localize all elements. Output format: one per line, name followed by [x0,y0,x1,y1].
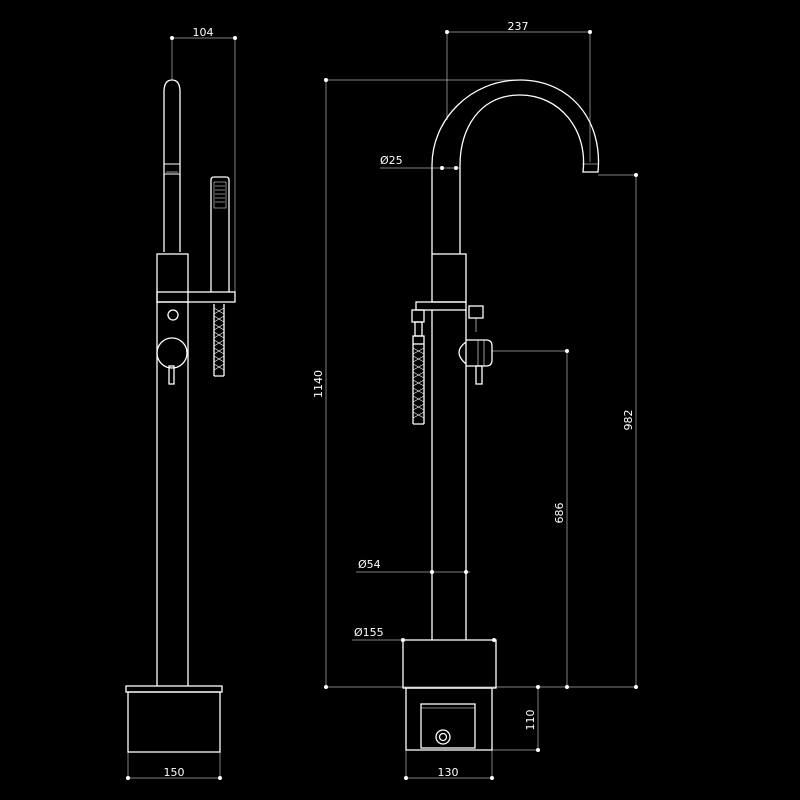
dim-686: 686 [492,349,569,689]
dim-1140: 1140 [312,78,520,689]
side-handshower-head [210,176,230,292]
dim-150-label: 150 [164,766,185,779]
side-column [156,302,189,686]
dim-150: 150 [126,752,222,780]
front-lever-handle [475,365,483,385]
dim-1140-label: 1140 [312,370,325,398]
front-spout [431,79,600,254]
dim-dia-25: Ø25 [380,154,460,170]
front-view: 237 Ø25 1140 982 [312,20,638,780]
front-base-box [405,687,493,751]
side-lever-handle [168,365,175,385]
side-small-knob [167,309,179,321]
dim-dia-155-label: Ø155 [354,626,384,639]
dim-237-label: 237 [508,20,529,33]
front-base-plate [402,639,497,689]
dim-110-label: 110 [524,710,537,731]
dim-dia-54-label: Ø54 [358,558,381,571]
side-handshower-band [163,163,181,175]
front-hose-connector [411,309,425,323]
dim-130: 130 [404,750,494,780]
dim-982-label: 982 [622,410,635,431]
dim-130-label: 130 [438,766,459,779]
side-holder-block [156,253,189,303]
front-holder-block [431,253,467,303]
dim-104: 104 [170,26,237,300]
dim-982: 982 [598,173,638,689]
side-base-plate [125,685,223,693]
side-handshower-wand [163,79,181,252]
side-holder-shelf [156,291,236,303]
side-lever-hub [156,337,188,369]
front-base-window [420,703,476,749]
side-hose [213,304,225,377]
dim-dia-54: Ø54 [356,558,470,574]
front-lever-body [466,339,493,367]
front-base-port [435,729,451,745]
dim-237: 237 [445,20,592,162]
dim-110: 110 [492,685,540,752]
front-holder-shelf [415,301,467,311]
dim-686-label: 686 [553,503,566,524]
front-column [431,310,467,640]
dim-104-label: 104 [193,26,214,39]
front-diverter-knob [468,305,484,319]
side-view: 104 150 [125,26,237,780]
front-hose [412,344,425,425]
dim-dia-25-label: Ø25 [380,154,403,167]
side-base-box [127,691,221,753]
dim-dia-155: Ø155 [352,626,496,642]
